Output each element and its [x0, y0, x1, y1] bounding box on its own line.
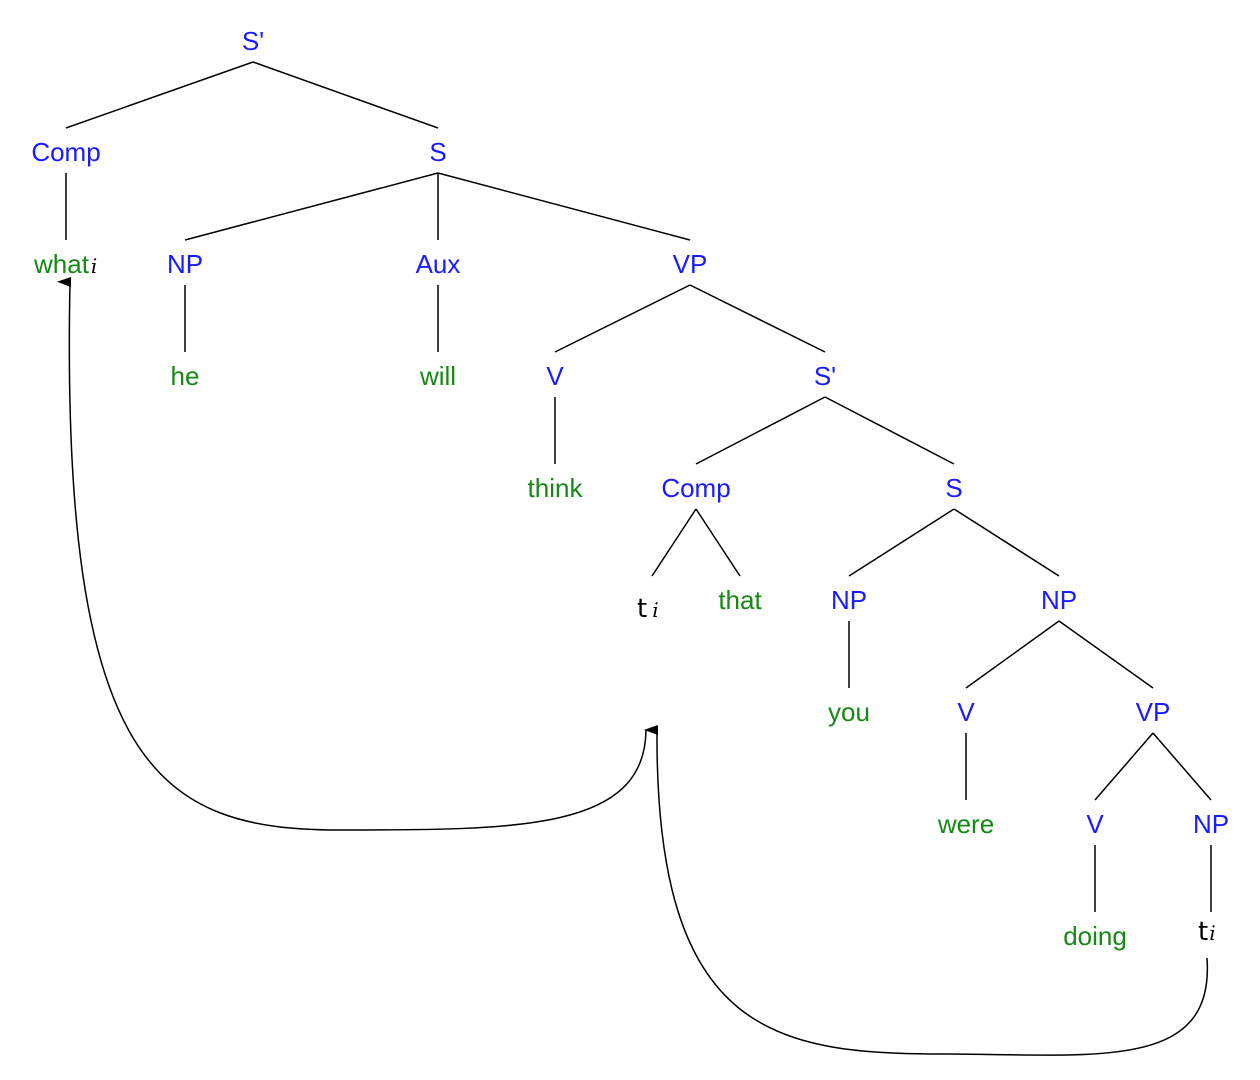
node-v-main: V [1086, 809, 1104, 839]
node-np-subject: NP [831, 585, 867, 615]
movement-arrow-trace-to-comp-trace [644, 725, 1209, 1056]
node-np-object: NP [1193, 809, 1229, 839]
node-v: V [546, 361, 564, 391]
tree-branches [65, 61, 1212, 912]
branch-s2-np2 [953, 508, 1060, 577]
node-v-aux: V [957, 697, 975, 727]
movement-arrow-trace-to-what [57, 277, 647, 831]
branch-vp2-v [1094, 732, 1154, 801]
branch-vp2-np [1152, 732, 1212, 801]
branch-s-np [184, 172, 439, 241]
branch-s-vp [437, 172, 691, 241]
node-root-sbar: S' [242, 26, 264, 56]
node-np: NP [167, 249, 203, 279]
branch-comp2-that [695, 508, 741, 577]
node-comp: Comp [31, 137, 100, 167]
node-np-predicate: NP [1041, 585, 1077, 615]
branch-s2-np [848, 508, 955, 577]
leaf-you: you [828, 697, 870, 727]
branch-vp-sbar [689, 284, 826, 353]
node-comp-embedded: Comp [661, 473, 730, 503]
branch-np3-vp [1058, 620, 1154, 689]
branch-sbar2-s [824, 396, 955, 465]
node-s: S [429, 137, 446, 167]
branch-comp2-trace [651, 508, 697, 577]
leaf-think: think [528, 473, 584, 503]
branch-np3-v [965, 620, 1060, 689]
leaf-trace-object: ti [1198, 917, 1216, 947]
leaf-will: will [419, 361, 456, 391]
leaf-that: that [718, 585, 762, 615]
branch-sbar2-comp [695, 396, 826, 465]
leaf-were: were [937, 809, 994, 839]
node-vp-embedded: VP [1136, 697, 1171, 727]
branch-sbar-s [252, 61, 439, 129]
node-sbar: S' [814, 361, 836, 391]
node-aux: Aux [416, 249, 461, 279]
node-s-embedded: S [945, 473, 962, 503]
branch-sbar-comp [65, 61, 254, 129]
branch-vp-v [554, 284, 691, 353]
leaf-doing: doing [1063, 921, 1127, 951]
node-vp: VP [673, 249, 708, 279]
leaf-he: he [171, 361, 200, 391]
movement-arrows [57, 277, 1209, 1056]
